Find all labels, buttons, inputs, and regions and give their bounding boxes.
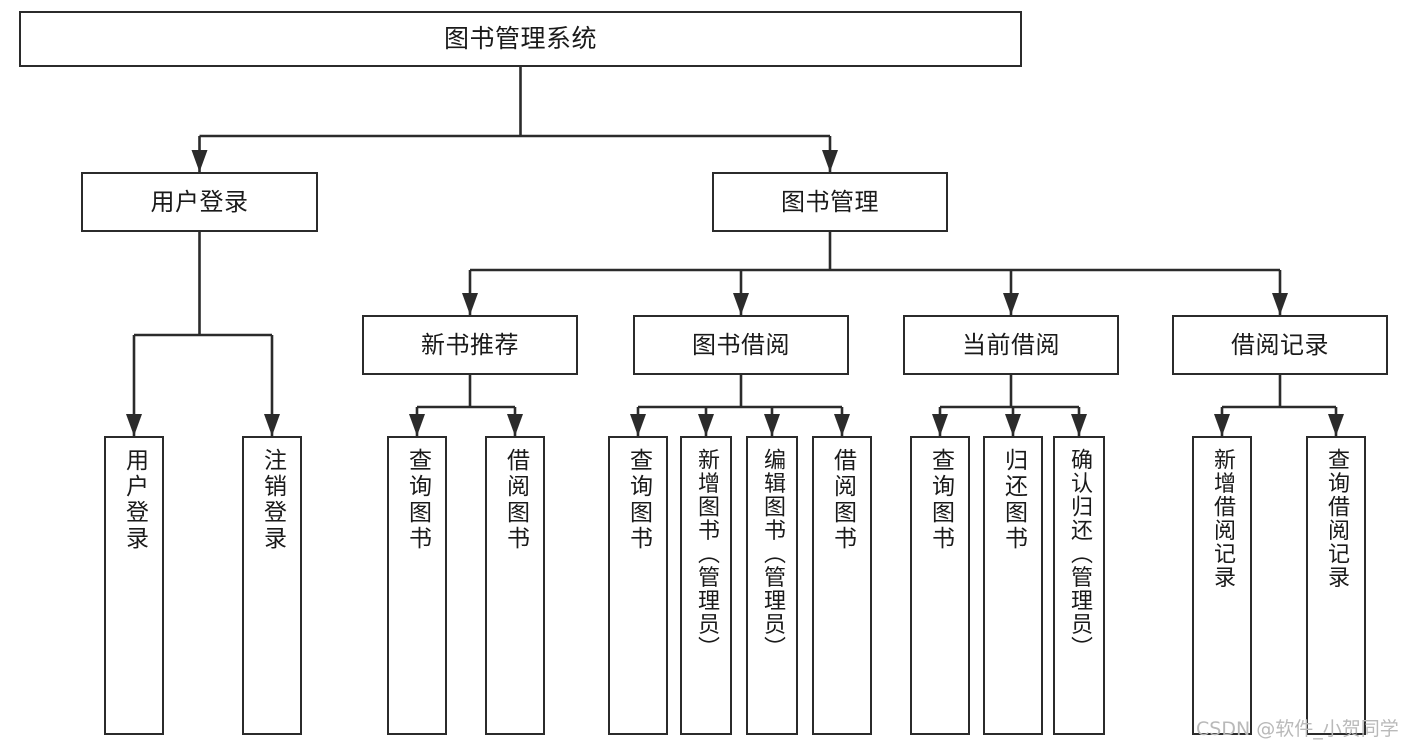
node-label: 新增图书（管理员） (694, 448, 719, 660)
arrowhead-icon (822, 150, 838, 172)
arrowhead-icon (1005, 414, 1021, 436)
node-borrow-record[interactable]: 借阅记录 (1172, 315, 1388, 375)
node-label: 用户登录 (150, 187, 249, 216)
node-label: 归还图书 (1000, 448, 1027, 552)
node-book-manage[interactable]: 图书管理 (712, 172, 948, 232)
arrowhead-icon (698, 414, 714, 436)
arrowhead-icon (733, 293, 749, 315)
node-label: 当前借阅 (962, 330, 1060, 359)
node-label: 新增借阅记录 (1210, 448, 1235, 589)
node-book-borrow[interactable]: 图书借阅 (633, 315, 849, 375)
watermark-text: CSDN @软件_小贺同学 (1196, 718, 1399, 740)
node-label: 图书管理系统 (443, 24, 597, 54)
node-current-borrow[interactable]: 当前借阅 (903, 315, 1119, 375)
node-leaf-user-login[interactable]: 用户登录 (104, 436, 164, 735)
arrowhead-icon (1071, 414, 1087, 436)
node-label: 确认归还（管理员） (1067, 448, 1092, 660)
node-label: 借阅记录 (1231, 330, 1329, 359)
node-label: 查询借阅记录 (1324, 448, 1349, 589)
node-leaf-edit-book[interactable]: 编辑图书（管理员） (746, 436, 798, 735)
node-leaf-query-record[interactable]: 查询借阅记录 (1306, 436, 1366, 735)
node-leaf-confirm-return[interactable]: 确认归还（管理员） (1053, 436, 1105, 735)
node-label: 借阅图书 (829, 448, 856, 552)
arrowhead-icon (507, 414, 523, 436)
arrowhead-icon (191, 150, 208, 172)
arrowhead-icon (409, 414, 425, 436)
node-label: 用户登录 (121, 448, 148, 552)
arrowhead-icon (462, 293, 478, 315)
node-label: 图书管理 (781, 187, 879, 216)
arrowhead-icon (1214, 414, 1230, 436)
node-label: 新书推荐 (421, 330, 519, 359)
node-leaf-query-book-3[interactable]: 查询图书 (910, 436, 970, 735)
node-label: 查询图书 (625, 448, 652, 552)
arrowhead-icon (1272, 293, 1288, 315)
node-label: 图书借阅 (692, 330, 790, 359)
arrowhead-icon (264, 414, 280, 436)
arrowhead-icon (932, 414, 948, 436)
arrowhead-icon (630, 414, 646, 436)
node-leaf-borrow-book-1[interactable]: 借阅图书 (485, 436, 545, 735)
node-leaf-logout[interactable]: 注销登录 (242, 436, 302, 735)
node-label: 查询图书 (927, 448, 954, 552)
node-new-book-rec[interactable]: 新书推荐 (362, 315, 578, 375)
node-leaf-add-book[interactable]: 新增图书（管理员） (680, 436, 732, 735)
node-label: 借阅图书 (502, 448, 529, 552)
node-label: 编辑图书（管理员） (760, 448, 785, 660)
node-user-login[interactable]: 用户登录 (81, 172, 318, 232)
arrowhead-icon (834, 414, 850, 436)
node-leaf-query-book-1[interactable]: 查询图书 (387, 436, 447, 735)
node-root[interactable]: 图书管理系统 (19, 11, 1022, 67)
arrowhead-icon (1003, 293, 1019, 315)
node-leaf-return-book[interactable]: 归还图书 (983, 436, 1043, 735)
node-leaf-borrow-book-2[interactable]: 借阅图书 (812, 436, 872, 735)
arrowhead-icon (126, 414, 142, 436)
node-label: 注销登录 (259, 448, 286, 552)
node-leaf-query-book-2[interactable]: 查询图书 (608, 436, 668, 735)
arrowhead-icon (1328, 414, 1344, 436)
arrowhead-icon (764, 414, 780, 436)
node-leaf-add-record[interactable]: 新增借阅记录 (1192, 436, 1252, 735)
node-label: 查询图书 (404, 448, 431, 552)
